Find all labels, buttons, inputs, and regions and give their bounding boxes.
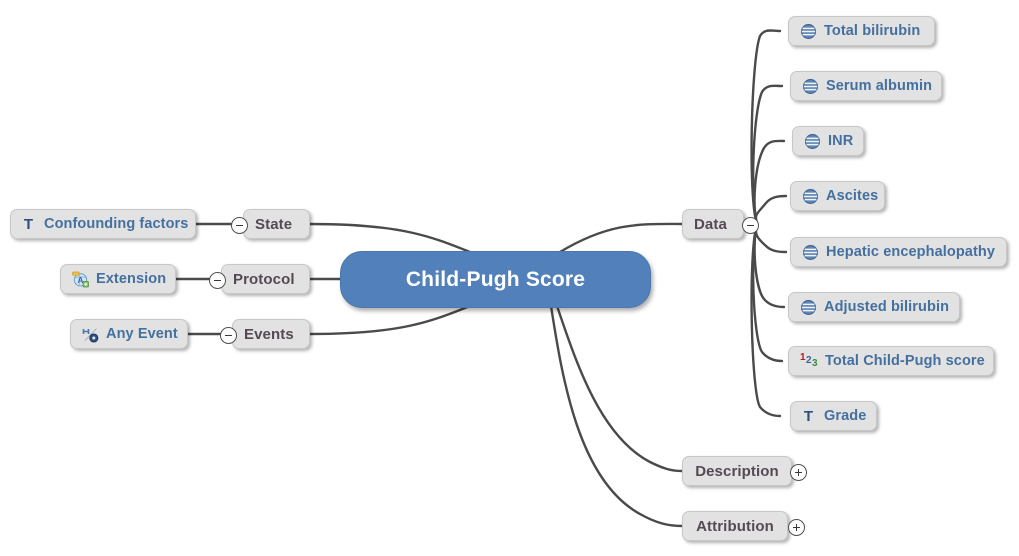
text-type-icon: T	[23, 215, 34, 233]
edge-data-to-inr	[753, 139, 786, 226]
branch-node-description[interactable]: Description	[682, 456, 792, 486]
number-icon-digit-1: 1	[800, 351, 806, 363]
toggle-collapse-events[interactable]	[220, 327, 237, 344]
leaf-node-label: Total bilirubin	[824, 23, 921, 39]
branch-node-protocol[interactable]: Protocol	[221, 264, 310, 294]
edge-data-to-hepatic-encephalopathy	[754, 222, 788, 254]
edge-state-to-root	[308, 222, 472, 254]
toggle-collapse-data[interactable]	[742, 217, 759, 234]
root-node-label: Child-Pugh Score	[405, 267, 586, 291]
enum-list-icon	[804, 133, 821, 150]
extension-globe-icon: A	[72, 271, 89, 288]
edge-data-to-ascites	[754, 194, 788, 226]
branch-node-label: Description	[695, 462, 779, 480]
toggle-expand-description[interactable]	[790, 464, 807, 481]
minus-icon	[214, 279, 221, 282]
branch-node-label: Protocol	[233, 270, 295, 288]
leaf-node-label: Ascites	[826, 188, 879, 204]
leaf-node-label: Grade	[824, 408, 867, 424]
leaf-node-serum-albumin[interactable]: Serum albumin	[790, 71, 942, 101]
minus-icon	[225, 334, 232, 337]
edge-root-to-attribution	[549, 304, 684, 528]
branch-node-label: Data	[694, 215, 727, 233]
edge-data-to-serum-albumin	[751, 84, 784, 226]
leaf-node-confounding-factors[interactable]: T Confounding factors	[10, 209, 196, 239]
leaf-node-total-child-pugh-score[interactable]: 1 2 3 Total Child-Pugh score	[788, 346, 994, 376]
enum-list-icon	[800, 299, 817, 316]
enum-list-icon	[802, 188, 819, 205]
toggle-expand-attribution[interactable]	[788, 519, 805, 536]
enum-list-icon	[800, 23, 817, 40]
edge-data-to-grade	[750, 222, 782, 418]
leaf-node-label: Serum albumin	[826, 78, 933, 94]
leaf-node-label: Confounding factors	[44, 216, 189, 232]
minus-icon	[236, 224, 243, 227]
branch-node-label: Attribution	[696, 517, 774, 535]
toggle-collapse-protocol[interactable]	[209, 272, 226, 289]
leaf-node-adjusted-bilirubin[interactable]: Adjusted bilirubin	[788, 292, 960, 322]
edge-events-to-root	[308, 304, 472, 336]
enum-list-icon	[802, 244, 819, 261]
branch-node-label: State	[255, 215, 293, 233]
branch-node-state[interactable]: State	[243, 209, 310, 239]
branch-node-data[interactable]: Data	[682, 209, 744, 239]
leaf-node-label: Hepatic encephalopathy	[826, 244, 995, 260]
edge-data-to-adjusted-bilirubin	[753, 222, 786, 309]
minus-icon	[747, 224, 754, 227]
leaf-node-ascites[interactable]: Ascites	[790, 181, 885, 211]
edge-root-to-data	[558, 222, 684, 254]
text-type-icon: T	[803, 407, 814, 425]
svg-text:A: A	[78, 276, 84, 285]
toggle-collapse-state[interactable]	[231, 217, 248, 234]
root-node-child-pugh-score[interactable]: Child-Pugh Score	[340, 251, 651, 308]
leaf-node-label: Extension	[96, 271, 167, 287]
branch-node-attribution[interactable]: Attribution	[682, 511, 788, 541]
leaf-node-label: Any Event	[106, 326, 178, 342]
leaf-node-any-event[interactable]: Any Event	[70, 319, 188, 349]
branch-node-events[interactable]: Events	[232, 319, 310, 349]
number-icon-digit-3: 3	[812, 357, 818, 369]
leaf-node-label: INR	[828, 133, 854, 149]
leaf-node-total-bilirubin[interactable]: Total bilirubin	[788, 16, 935, 46]
number-type-icon: 1 2 3	[800, 351, 819, 370]
any-event-icon	[82, 326, 99, 343]
plus-icon-vertical	[797, 469, 800, 476]
edge-root-to-description	[555, 304, 684, 473]
leaf-node-label: Adjusted bilirubin	[824, 299, 950, 315]
enum-list-icon	[802, 78, 819, 95]
edge-data-to-total-score	[751, 222, 784, 363]
branch-node-label: Events	[244, 325, 294, 343]
number-icon-digit-2: 2	[806, 354, 812, 366]
leaf-node-label: Total Child-Pugh score	[825, 353, 985, 369]
leaf-node-extension[interactable]: A Extension	[60, 264, 176, 294]
leaf-node-hepatic-encephalopathy[interactable]: Hepatic encephalopathy	[790, 237, 1007, 267]
edge-data-to-total-bilirubin	[750, 29, 782, 226]
leaf-node-inr[interactable]: INR	[792, 126, 864, 156]
leaf-node-grade[interactable]: T Grade	[790, 401, 877, 431]
plus-icon-vertical	[795, 524, 798, 531]
